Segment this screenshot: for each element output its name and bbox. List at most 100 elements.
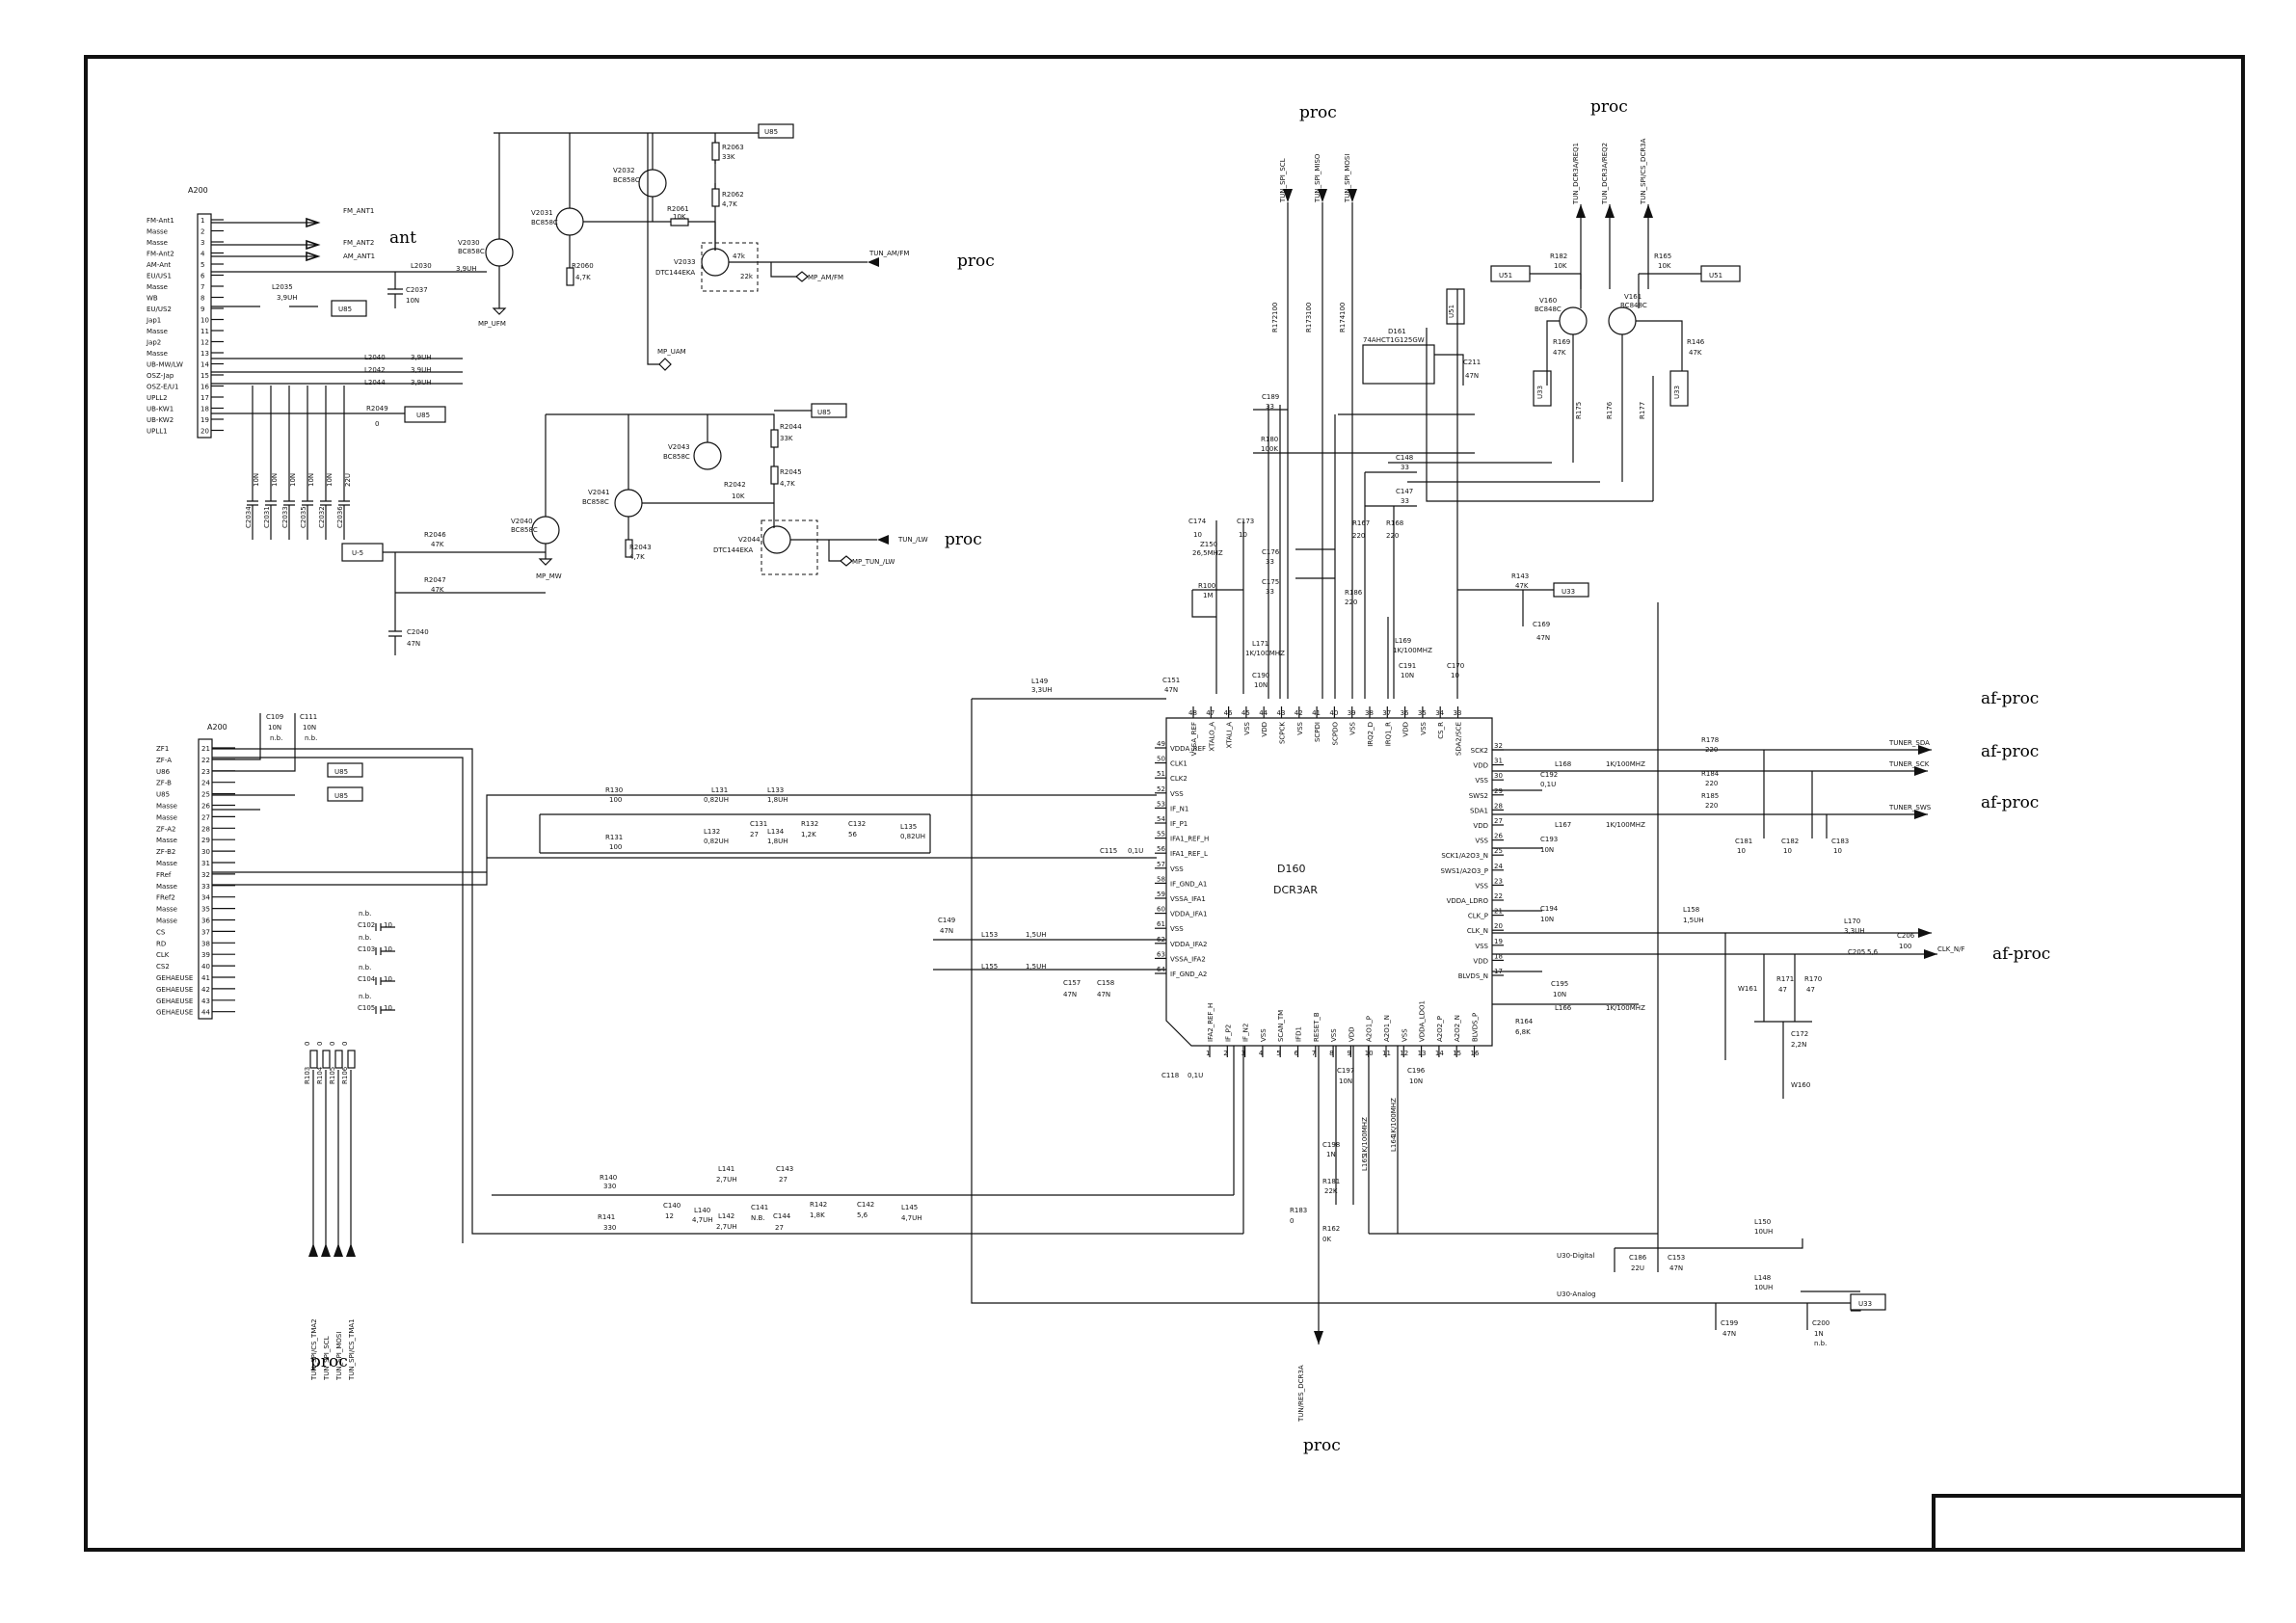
net-tuner-sda: TUNER_SDA xyxy=(1888,739,1930,747)
ic-pin-number: 44 xyxy=(1259,709,1268,717)
net-tuner-sws: TUNER_SWS xyxy=(1888,804,1932,812)
label-proc-bottom-left: proc xyxy=(310,1352,348,1371)
r169-val: 47K xyxy=(1553,349,1566,357)
c176-val: 33 xyxy=(1266,558,1274,566)
lower-resistor xyxy=(334,1050,343,1069)
r2046: R2046 xyxy=(424,531,446,539)
fm-switch-circuit: U85 L2035 3,9UH L2030 3,9UH C2037 10N V2… xyxy=(211,123,995,428)
v161: V161 xyxy=(1624,293,1642,301)
lower-pin-number: 27 xyxy=(201,813,210,821)
c109-nb: n.b. xyxy=(270,734,282,742)
r177: R177 xyxy=(1639,402,1646,419)
ic-pin-number: 38 xyxy=(1365,709,1374,717)
c2037-val: 10N xyxy=(406,297,419,305)
r180-val: 100K xyxy=(1261,445,1278,453)
lower-pin-label: Masse xyxy=(156,918,177,925)
label-u30-digital: U30-Digital xyxy=(1557,1252,1594,1260)
ic-pin-signal: VSS xyxy=(1170,925,1184,933)
l171: L171 xyxy=(1252,640,1268,648)
proc-net-arrow xyxy=(321,1243,331,1257)
l135-val: 0,82UH xyxy=(900,833,925,840)
lower-pin-label: CLK xyxy=(156,951,170,959)
ic-pin-signal: CLK_P xyxy=(1468,913,1488,920)
label-proc-reset: proc xyxy=(1303,1436,1341,1455)
l141-val: 2,7UH xyxy=(716,1176,737,1184)
l153-val: 1,5UH xyxy=(1026,931,1047,939)
label-ant: ant xyxy=(389,228,416,248)
lower-pin-number: 34 xyxy=(201,894,210,902)
ic-pin-signal: A2O1_P xyxy=(1366,1016,1374,1042)
ic-pin-number: 5 xyxy=(1276,1050,1280,1057)
ic-pin-signal: IRQ1_R xyxy=(1384,722,1392,746)
c186: C186 xyxy=(1629,1254,1647,1262)
lower-pin-label: CS xyxy=(156,928,166,936)
r182-val: 10K xyxy=(1554,262,1567,270)
c189-val: 33 xyxy=(1266,403,1274,411)
lower-pin-number: 29 xyxy=(201,837,210,844)
ic-pin-number: 7 xyxy=(1312,1050,1316,1057)
ic-pin-number: 23 xyxy=(1494,877,1503,885)
ic-pin-signal: A2O1_N xyxy=(1383,1015,1391,1042)
c111: C111 xyxy=(300,713,317,721)
ic-pin-number: 9 xyxy=(1347,1050,1350,1057)
c132: C132 xyxy=(848,820,866,828)
ic-pin-signal: SWS2 xyxy=(1469,792,1488,800)
r2060: R2060 xyxy=(572,262,594,270)
c197: C197 xyxy=(1337,1067,1354,1075)
l2042-val: 3,9UH xyxy=(411,366,432,374)
c147: C147 xyxy=(1396,488,1413,495)
v161-type: BC848C xyxy=(1620,302,1647,309)
lower-pin-number: 31 xyxy=(201,860,210,867)
c115-val: 0,1U xyxy=(1128,847,1143,855)
c183-val: 10 xyxy=(1833,847,1842,855)
connector-pin-number: 13 xyxy=(200,350,209,358)
lower-cap-nb: n.b. xyxy=(359,964,371,971)
l2035-val: 3,9UH xyxy=(277,294,298,302)
c169: C169 xyxy=(1533,621,1550,628)
cap-value: 10N xyxy=(253,473,260,487)
r141-val: 330 xyxy=(603,1224,616,1232)
r183-val: 0 xyxy=(1290,1217,1294,1225)
net-tuner-sck: TUNER_SCK xyxy=(1888,760,1930,768)
c197-val: 10N xyxy=(1339,1078,1352,1085)
ic-pin-number: 16 xyxy=(1471,1050,1480,1057)
lower-pin-number: 33 xyxy=(201,883,210,891)
net-mp-uam: MP_UAM xyxy=(657,348,686,356)
c153-val: 47N xyxy=(1669,1264,1683,1272)
r168-val: 220 xyxy=(1386,532,1399,540)
connector-pin-number: 15 xyxy=(200,372,209,380)
lower-pin-label: Masse xyxy=(156,837,177,844)
l153: L153 xyxy=(981,931,998,939)
lower-pin-label: Masse xyxy=(156,803,177,811)
proc-net-arrow xyxy=(346,1243,356,1257)
lower-pin-number: 23 xyxy=(201,768,210,776)
c151: C151 xyxy=(1162,677,1180,684)
ic-pin-number: 27 xyxy=(1494,817,1503,825)
v2041-type: BC858C xyxy=(582,498,609,506)
cap-symbol xyxy=(247,386,258,540)
r168: R168 xyxy=(1386,519,1403,527)
label-af-proc-clk: af-proc xyxy=(1992,945,2050,964)
l148: L148 xyxy=(1754,1274,1771,1282)
c131: C131 xyxy=(750,820,767,828)
connector-pin-number: 12 xyxy=(200,339,209,347)
connector-pin-label: FM-Ant1 xyxy=(147,217,174,225)
u51-tag-ic: U51 xyxy=(1448,305,1455,318)
ic-pin-number: 49 xyxy=(1157,740,1165,748)
ic-pin-signal: VDDA_IFA1 xyxy=(1170,911,1207,918)
lower-pin-number: 37 xyxy=(201,928,210,936)
connector-pin-number: 3 xyxy=(200,239,204,247)
r100: R100 xyxy=(1198,582,1215,590)
ic-pin-number: 6 xyxy=(1295,1050,1299,1057)
v2030-type: BC858C xyxy=(458,248,485,255)
ic-pin-signal: VSSA_IFA1 xyxy=(1170,895,1206,903)
r2042-val: 10K xyxy=(732,492,745,500)
l170-val: 3,3UH xyxy=(1844,927,1865,935)
c194: C194 xyxy=(1540,905,1559,913)
c111-val: 10N xyxy=(303,724,316,732)
ic-pin-signal: VDD xyxy=(1473,822,1488,830)
label-proc-am-fm: proc xyxy=(957,252,995,271)
ic-pin-number: 51 xyxy=(1157,770,1165,778)
